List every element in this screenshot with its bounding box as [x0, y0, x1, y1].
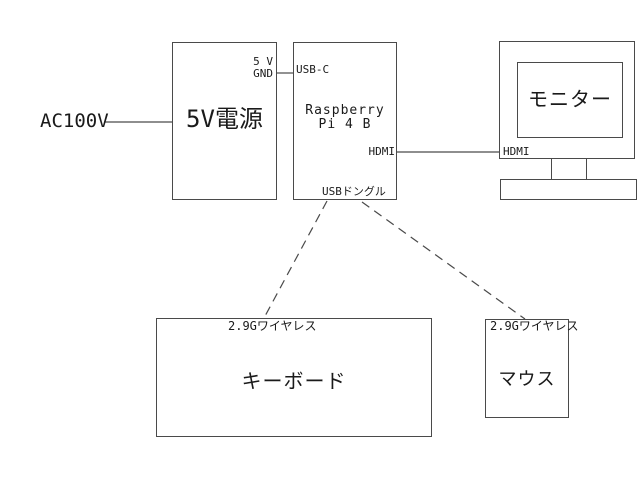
raspberry-pi-box [293, 42, 397, 200]
wireless-link-keyboard [263, 200, 328, 319]
raspberry-pi-name: Raspberry Pi 4 B [293, 103, 397, 133]
raspberry-pi-name-line2: Pi 4 B [318, 117, 372, 133]
wireless-link-mouse [361, 201, 526, 320]
mouse-label: マウス [498, 369, 556, 390]
raspberry-pi-hdmi-port-label: HDMI [368, 145, 396, 158]
monitor-hdmi-port-label: HDMI [503, 145, 530, 158]
monitor-stand-base [500, 179, 637, 200]
power-supply-pin-5v: 5 V [253, 55, 273, 68]
mouse-wireless-label: 2.9Gワイヤレス [490, 319, 579, 333]
monitor-screen-box [517, 62, 623, 138]
keyboard-label: キーボード [241, 369, 347, 393]
keyboard-box [156, 318, 432, 437]
power-supply-box [172, 42, 277, 200]
monitor-label: モニター [528, 87, 612, 111]
power-supply-pin-gnd: GND [253, 67, 273, 80]
mouse-box [485, 319, 569, 418]
monitor-stand-neck [551, 159, 587, 180]
power-supply-label: 5V電源 [186, 105, 263, 133]
keyboard-wireless-label: 2.9Gワイヤレス [228, 319, 317, 333]
raspberry-pi-usb-dongle-label: USBドングル [322, 185, 386, 198]
raspberry-pi-name-line1: Raspberry [305, 103, 385, 118]
ac-input-label: AC100V [40, 110, 109, 132]
raspberry-pi-usb-c-port-label: USB-C [296, 63, 330, 76]
